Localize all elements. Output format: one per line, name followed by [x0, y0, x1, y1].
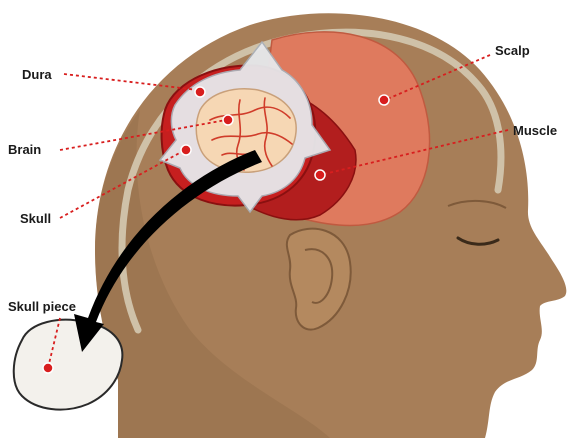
label-brain: Brain	[8, 143, 41, 156]
scalp-dot	[379, 95, 389, 105]
label-skull-piece: Skull piece	[8, 300, 76, 313]
label-skull: Skull	[20, 212, 51, 225]
muscle-dot	[315, 170, 325, 180]
label-muscle: Muscle	[513, 124, 557, 137]
skull-piece-shape	[14, 320, 123, 410]
label-scalp: Scalp	[495, 44, 530, 57]
label-dura: Dura	[22, 68, 52, 81]
skull-piece-dot	[43, 363, 53, 373]
brain-dot	[223, 115, 233, 125]
dura-dot	[195, 87, 205, 97]
skull-dot	[181, 145, 191, 155]
